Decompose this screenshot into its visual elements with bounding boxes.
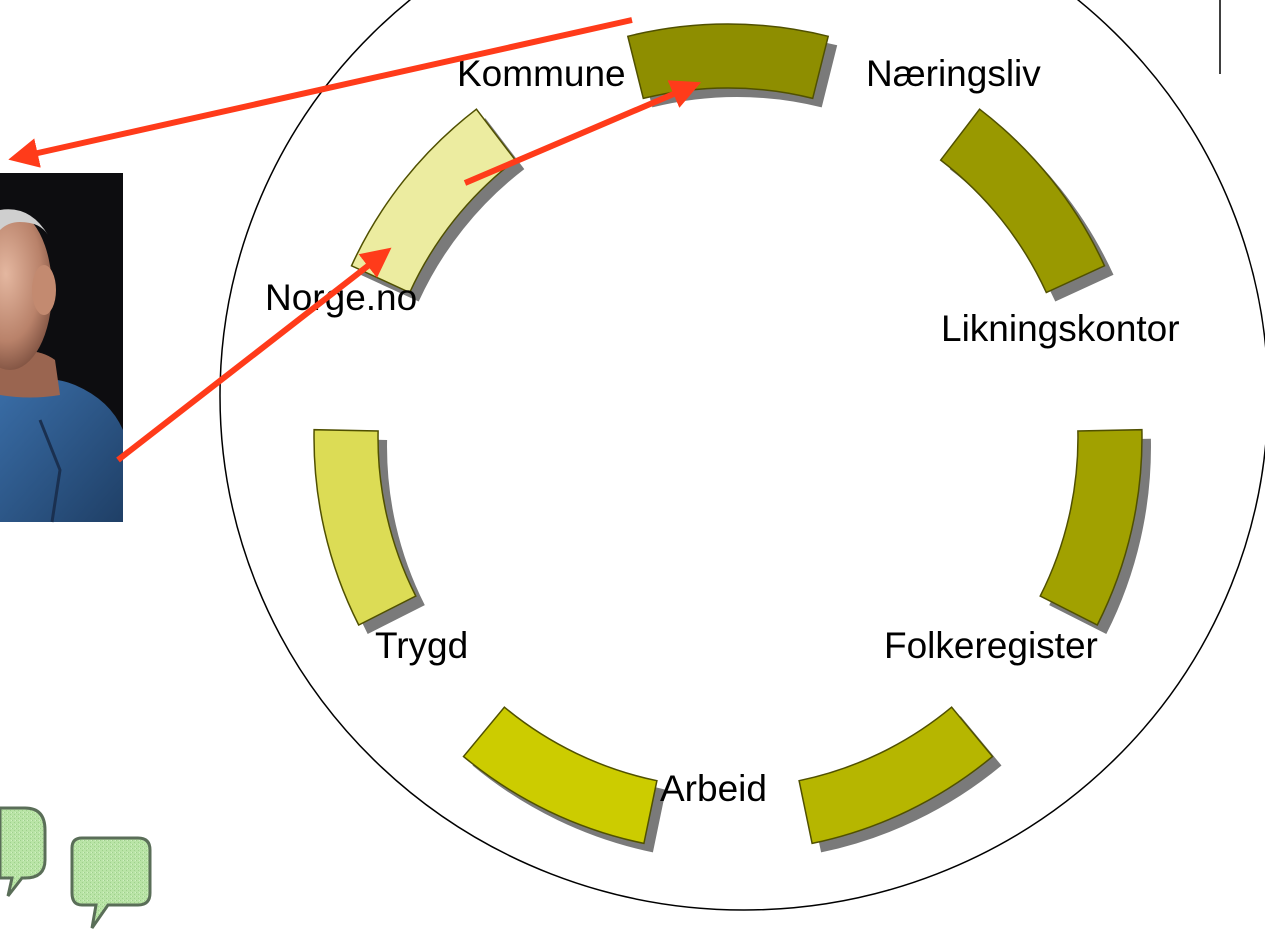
segment-kommune [626, 23, 830, 100]
speech-bubbles-icon [0, 778, 158, 930]
service-segments [313, 23, 1151, 853]
label-kommune: Kommune [457, 53, 626, 94]
arrow-person-to-norge-no [116, 247, 392, 463]
label-arbeid: Arbeid [660, 768, 767, 809]
arrow-kommune-to-person [8, 17, 633, 168]
segment-trygd [313, 428, 417, 627]
segment-naeringsliv [939, 108, 1106, 294]
label-trygd: Trygd [375, 625, 468, 666]
service-labels: Kommune Næringsliv Likningskontor Folker… [265, 53, 1180, 809]
segment-norge-no [350, 108, 517, 294]
flow-arrows [8, 17, 702, 463]
service-circle [219, 0, 1265, 911]
person-photo [0, 173, 123, 523]
segment-arbeid [462, 706, 658, 845]
label-folkeregister: Folkeregister [884, 625, 1098, 666]
label-likningskontor: Likningskontor [941, 308, 1180, 349]
arrow-norge-no-to-kommune [463, 80, 702, 186]
label-naeringsliv: Næringsliv [866, 53, 1041, 94]
segment-likningskontor [1039, 428, 1143, 627]
segment-folkeregister [798, 706, 994, 845]
